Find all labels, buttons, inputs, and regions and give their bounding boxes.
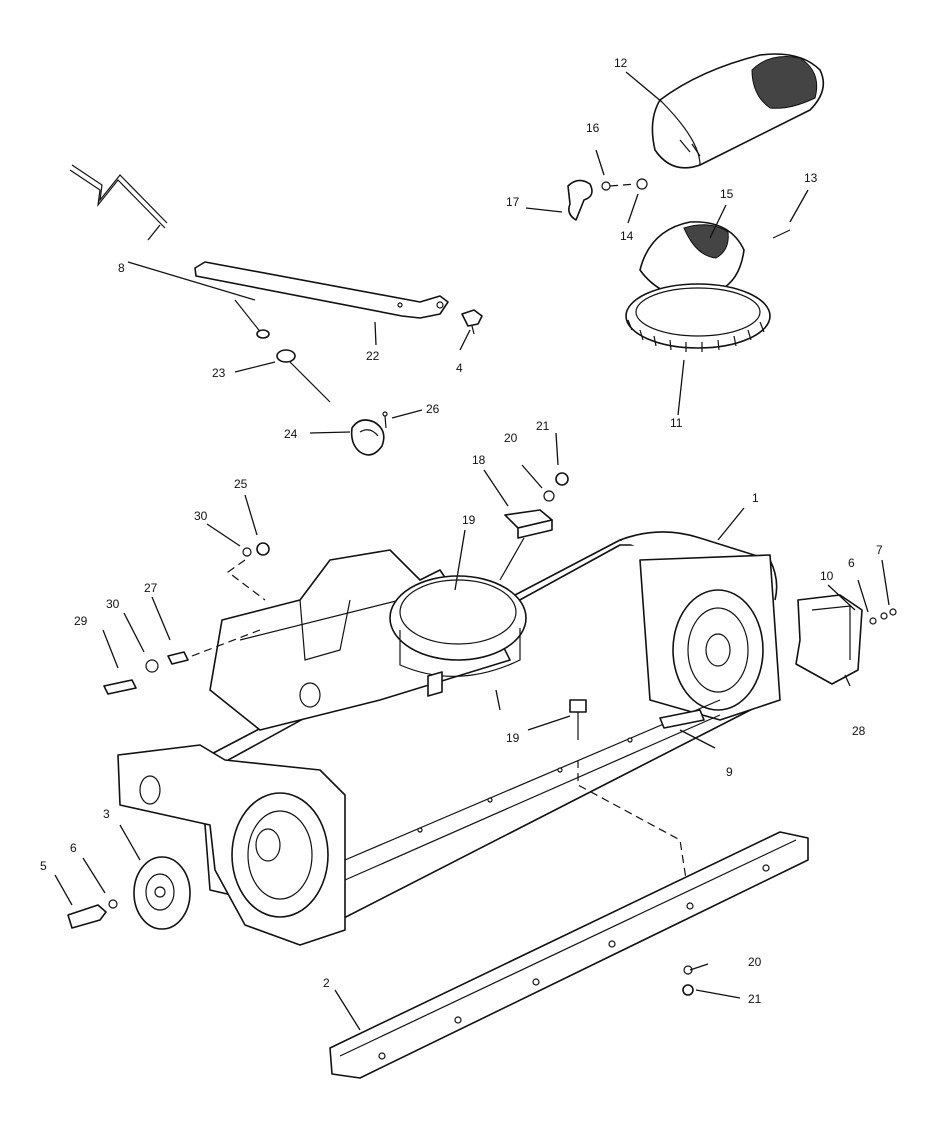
callout-6a: 6: [70, 841, 77, 855]
callout-14: 14: [620, 229, 634, 243]
callout-labels: 1 2 3 4 5 6 6 7 8 9 10 11 12 13 14 15 16…: [40, 56, 883, 1006]
part-chute-deflector: [651, 53, 825, 169]
callout-2: 2: [323, 976, 330, 990]
part-rod-end: [234, 299, 270, 339]
callout-30a: 30: [194, 509, 208, 523]
callout-17: 17: [506, 195, 520, 209]
part-lower-bolts: [569, 699, 705, 906]
leader-lines: [54, 71, 890, 1031]
callout-5: 5: [40, 859, 47, 873]
callout-6b: 6: [848, 556, 855, 570]
callout-18: 18: [472, 453, 486, 467]
part-bracket-upper: [499, 472, 569, 581]
callout-24: 24: [284, 427, 298, 441]
callout-4: 4: [456, 361, 463, 375]
callout-20a: 20: [504, 431, 518, 445]
callout-27: 27: [144, 581, 158, 595]
callout-22: 22: [366, 349, 380, 363]
callout-13: 13: [804, 171, 818, 185]
callout-30b: 30: [106, 597, 120, 611]
callout-10: 10: [820, 569, 834, 583]
part-main-housing: [117, 531, 781, 946]
part-eye-bolt: [276, 349, 331, 403]
part-chute-ring: [625, 221, 791, 352]
part-upper-washers: [226, 542, 270, 601]
callout-21a: 21: [536, 419, 550, 433]
callout-11: 11: [670, 416, 683, 430]
part-small-bolt: [461, 309, 483, 335]
callout-16: 16: [586, 121, 600, 135]
part-bolt-set-left: [103, 629, 261, 695]
part-chute-hardware: [567, 178, 648, 221]
callout-8: 8: [118, 261, 125, 275]
callout-12: 12: [614, 56, 628, 70]
callout-19a: 19: [462, 513, 476, 527]
part-bearing-flange: [67, 856, 191, 930]
callout-19b: 19: [506, 731, 520, 745]
callout-23: 23: [212, 366, 226, 380]
part-crank-rod: [69, 164, 168, 229]
callout-9: 9: [726, 765, 733, 779]
part-side-bracket: [795, 594, 897, 685]
callout-3: 3: [103, 807, 110, 821]
callout-7: 7: [876, 543, 883, 557]
callout-1: 1: [752, 491, 759, 505]
callout-28: 28: [852, 724, 866, 738]
callout-26: 26: [426, 402, 440, 416]
callout-29: 29: [74, 614, 88, 628]
callout-15: 15: [720, 187, 734, 201]
callout-20b: 20: [748, 955, 762, 969]
callout-25: 25: [234, 477, 248, 491]
part-clip: [350, 411, 388, 456]
part-scraper-bar: [329, 831, 809, 1079]
part-link-bar: [194, 261, 449, 319]
callout-21b: 21: [748, 992, 762, 1006]
